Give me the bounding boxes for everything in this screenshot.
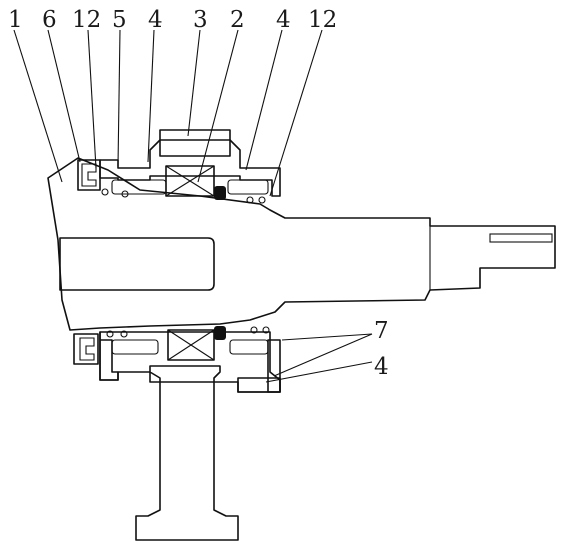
callout-labels: 1 6 12 5 4 3 2 4 12 7 4 <box>8 7 389 380</box>
callout-5-top: 5 <box>112 7 127 33</box>
top-housing <box>99 129 281 197</box>
callout-4-top-left: 4 <box>148 7 163 33</box>
bottom-bearing <box>167 326 226 361</box>
pedestal-stem <box>135 365 239 541</box>
callout-4-bottom-right: 4 <box>374 354 389 380</box>
callout-6-top: 6 <box>42 7 57 33</box>
callout-4-top-right: 4 <box>276 7 291 33</box>
top-bearing <box>165 165 226 200</box>
callout-2-top: 2 <box>230 7 245 33</box>
callout-3-top: 3 <box>193 7 208 33</box>
callout-12-top-right: 12 <box>308 7 337 33</box>
callout-1-top: 1 <box>8 7 23 33</box>
leader-lines <box>13 29 373 383</box>
bottom-left-seal <box>73 326 270 365</box>
bottom-housing <box>99 331 281 393</box>
main-shaft <box>47 157 556 331</box>
callout-12-top-left: 12 <box>72 7 101 33</box>
callout-7-right: 7 <box>374 318 389 344</box>
